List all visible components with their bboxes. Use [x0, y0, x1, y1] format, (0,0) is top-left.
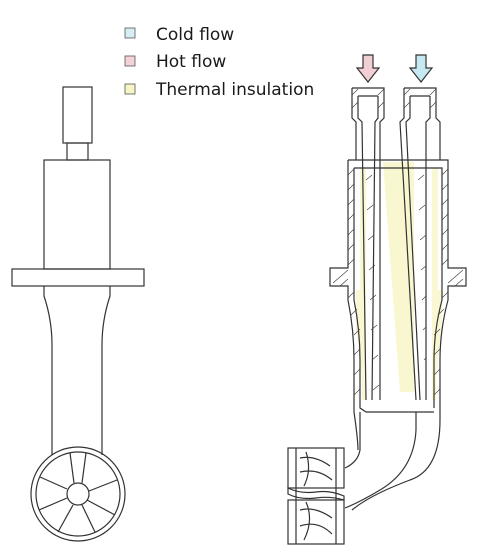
neck: [66, 142, 89, 161]
wheel-outer-rim: [30, 446, 126, 542]
section-view: [287, 54, 467, 545]
inner-casing: [353, 167, 443, 413]
tapered-body: [43, 286, 111, 455]
wall-hatching: [332, 88, 464, 396]
insulation-core: [383, 162, 414, 392]
turbine-side-plates: [295, 448, 337, 544]
spoke-1: [69, 452, 87, 484]
turbine-lower-block: [287, 499, 345, 545]
wheel-spokes: [38, 452, 118, 533]
wheel-hub: [66, 482, 90, 506]
hot-inlet-arrow-icon: [355, 54, 381, 83]
legend: Cold flow Hot flow Thermal insulation: [124, 25, 314, 100]
turbine-band: [287, 487, 345, 501]
left-inlet-pipe-inner: [357, 95, 379, 401]
turbine-blades-lower: [299, 501, 333, 541]
right-inlet-pipe: [399, 87, 441, 401]
cold-flow-label: Cold flow: [156, 25, 234, 45]
right-inlet-pipe-inner: [405, 95, 431, 401]
spoke-4: [38, 476, 68, 511]
exterior-view: [11, 86, 145, 542]
insulation-label: Thermal insulation: [155, 80, 314, 100]
bend-pipe-inner: [344, 412, 361, 469]
wheel-inner-rim: [35, 451, 121, 537]
top-cap: [62, 86, 93, 144]
upper-cylinder: [43, 159, 111, 270]
cold-inlet-arrow-icon: [408, 54, 434, 83]
spoke-3: [57, 504, 96, 533]
turbine-upper-block: [287, 447, 345, 489]
hot-flow-label: Hot flow: [156, 52, 226, 72]
flange: [11, 268, 145, 287]
bend-pipe-outer: [344, 412, 417, 509]
legend-item-cold: Cold flow: [124, 25, 234, 45]
cold-flow-swatch: [124, 27, 136, 39]
insulation-swatch: [124, 83, 136, 95]
legend-item-insulation: Thermal insulation: [124, 80, 314, 100]
left-inlet-pipe: [351, 87, 385, 400]
turbine-blades-upper: [299, 451, 333, 487]
hot-flow-swatch: [124, 55, 136, 67]
impeller-wheel: [30, 446, 126, 542]
spoke-2: [86, 479, 118, 516]
legend-item-hot: Hot flow: [124, 52, 226, 72]
turbine-housing: [287, 447, 345, 545]
outer-casing: [329, 159, 467, 511]
